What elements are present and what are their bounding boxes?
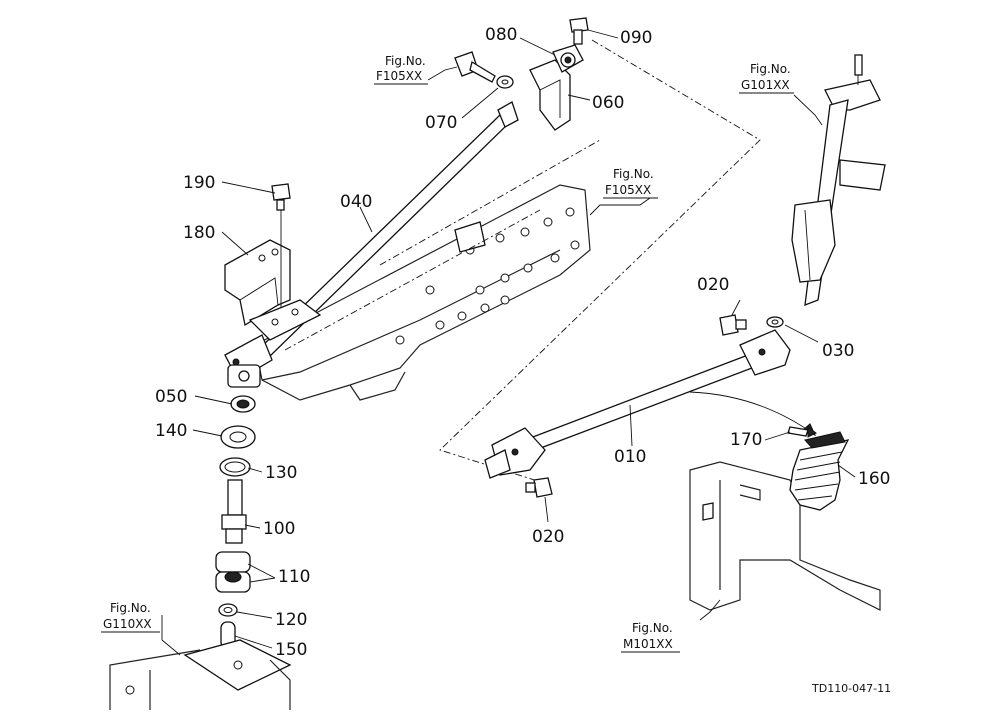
callout-130: 130 [265,463,297,483]
bearing-050 [230,395,256,413]
boot-160 [789,431,850,511]
washer-140 [220,425,256,449]
svg-text:Fig.No.: Fig.No. [750,62,791,76]
figure-references: Fig.No. F105XX Fig.No. F105XX Fig.No. G1… [101,54,794,653]
universal-joint-left [224,334,273,388]
mounting-plate [248,299,322,341]
callout-070: 070 [425,113,457,133]
callout-090: 090 [620,28,652,48]
bearing-080 [552,44,584,73]
callout-020-lower: 020 [532,527,564,547]
ring-120 [218,603,238,617]
part-callouts: 010 020 020 030 040 050 060 070 080 090 … [155,25,890,660]
callout-050: 050 [155,387,187,407]
bolt-190 [271,183,291,320]
callout-120: 120 [275,610,307,630]
svg-text:Fig.No.: Fig.No. [613,167,654,181]
callout-020-upper: 020 [697,275,729,295]
bearing-110 [215,551,251,593]
callout-140: 140 [155,421,187,441]
callout-100: 100 [263,519,295,539]
clip-170 [787,426,817,438]
svg-text:Fig.No.: Fig.No. [110,601,151,615]
callout-190: 190 [183,173,215,193]
fig-ref-f105-top: Fig.No. F105XX [374,54,428,85]
assembly-guides [284,39,761,486]
callout-040: 040 [340,192,372,212]
svg-text:M101XX: M101XX [623,637,673,651]
svg-text:F105XX: F105XX [376,69,422,83]
callout-030: 030 [822,341,854,361]
callout-160: 160 [858,469,890,489]
bracket-180 [224,239,291,327]
lower-housing [109,639,292,710]
callout-170: 170 [730,430,762,450]
leader-lines [161,29,856,656]
callout-010: 010 [614,447,646,467]
fig-ref-m101: Fig.No. M101XX [621,621,680,653]
bolt-020-upper [719,314,747,336]
frame-plate [254,184,591,401]
ring-130 [219,457,251,477]
svg-text:F105XX: F105XX [605,183,651,197]
callout-110: 110 [278,567,310,587]
drawing-code: TD110-047-11 [811,682,891,695]
shaft-010 [484,329,791,479]
shaft-100 [221,479,247,544]
svg-text:G110XX: G110XX [103,617,152,631]
callout-080: 080 [485,25,517,45]
svg-text:G101XX: G101XX [741,78,790,92]
fig-ref-f105-mid: Fig.No. F105XX [603,167,658,199]
washer-030 [766,316,784,328]
callout-060: 060 [592,93,624,113]
bolt-070 [454,51,514,89]
steering-column [791,54,886,306]
svg-text:Fig.No.: Fig.No. [632,621,673,635]
fig-ref-g110: Fig.No. G110XX [101,601,160,633]
callout-180: 180 [183,223,215,243]
svg-text:Fig.No.: Fig.No. [385,54,426,68]
callout-150: 150 [275,640,307,660]
panel-m101 [689,461,881,611]
bolt-020-lower [525,477,553,498]
fig-ref-g101: Fig.No. G101XX [739,62,794,94]
bolt-090 [569,17,589,45]
